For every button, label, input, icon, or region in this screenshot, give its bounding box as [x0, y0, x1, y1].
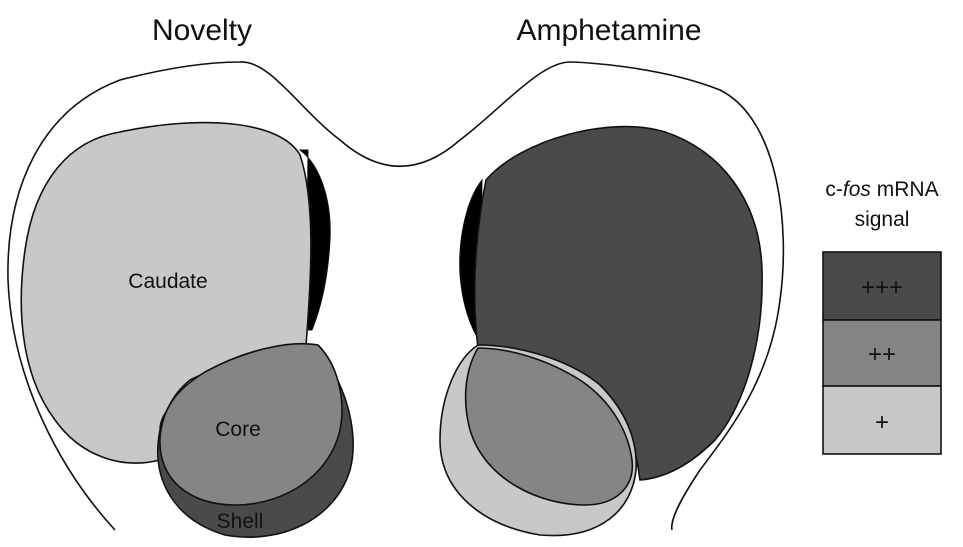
- shell-label: Shell: [217, 510, 264, 533]
- novelty-title: Novelty: [152, 14, 252, 47]
- legend-title: c-fos mRNA: [825, 178, 938, 201]
- legend-symbol-medium: ++: [868, 341, 896, 368]
- legend-swatches: +++ ++ +: [823, 252, 941, 454]
- legend-title-line2: signal: [855, 208, 910, 231]
- legend-symbol-low: +: [875, 409, 889, 436]
- caudate-label: Caudate: [128, 270, 207, 293]
- legend-symbol-high: +++: [861, 274, 903, 301]
- amphetamine-title: Amphetamine: [516, 14, 701, 47]
- core-label: Core: [215, 418, 261, 441]
